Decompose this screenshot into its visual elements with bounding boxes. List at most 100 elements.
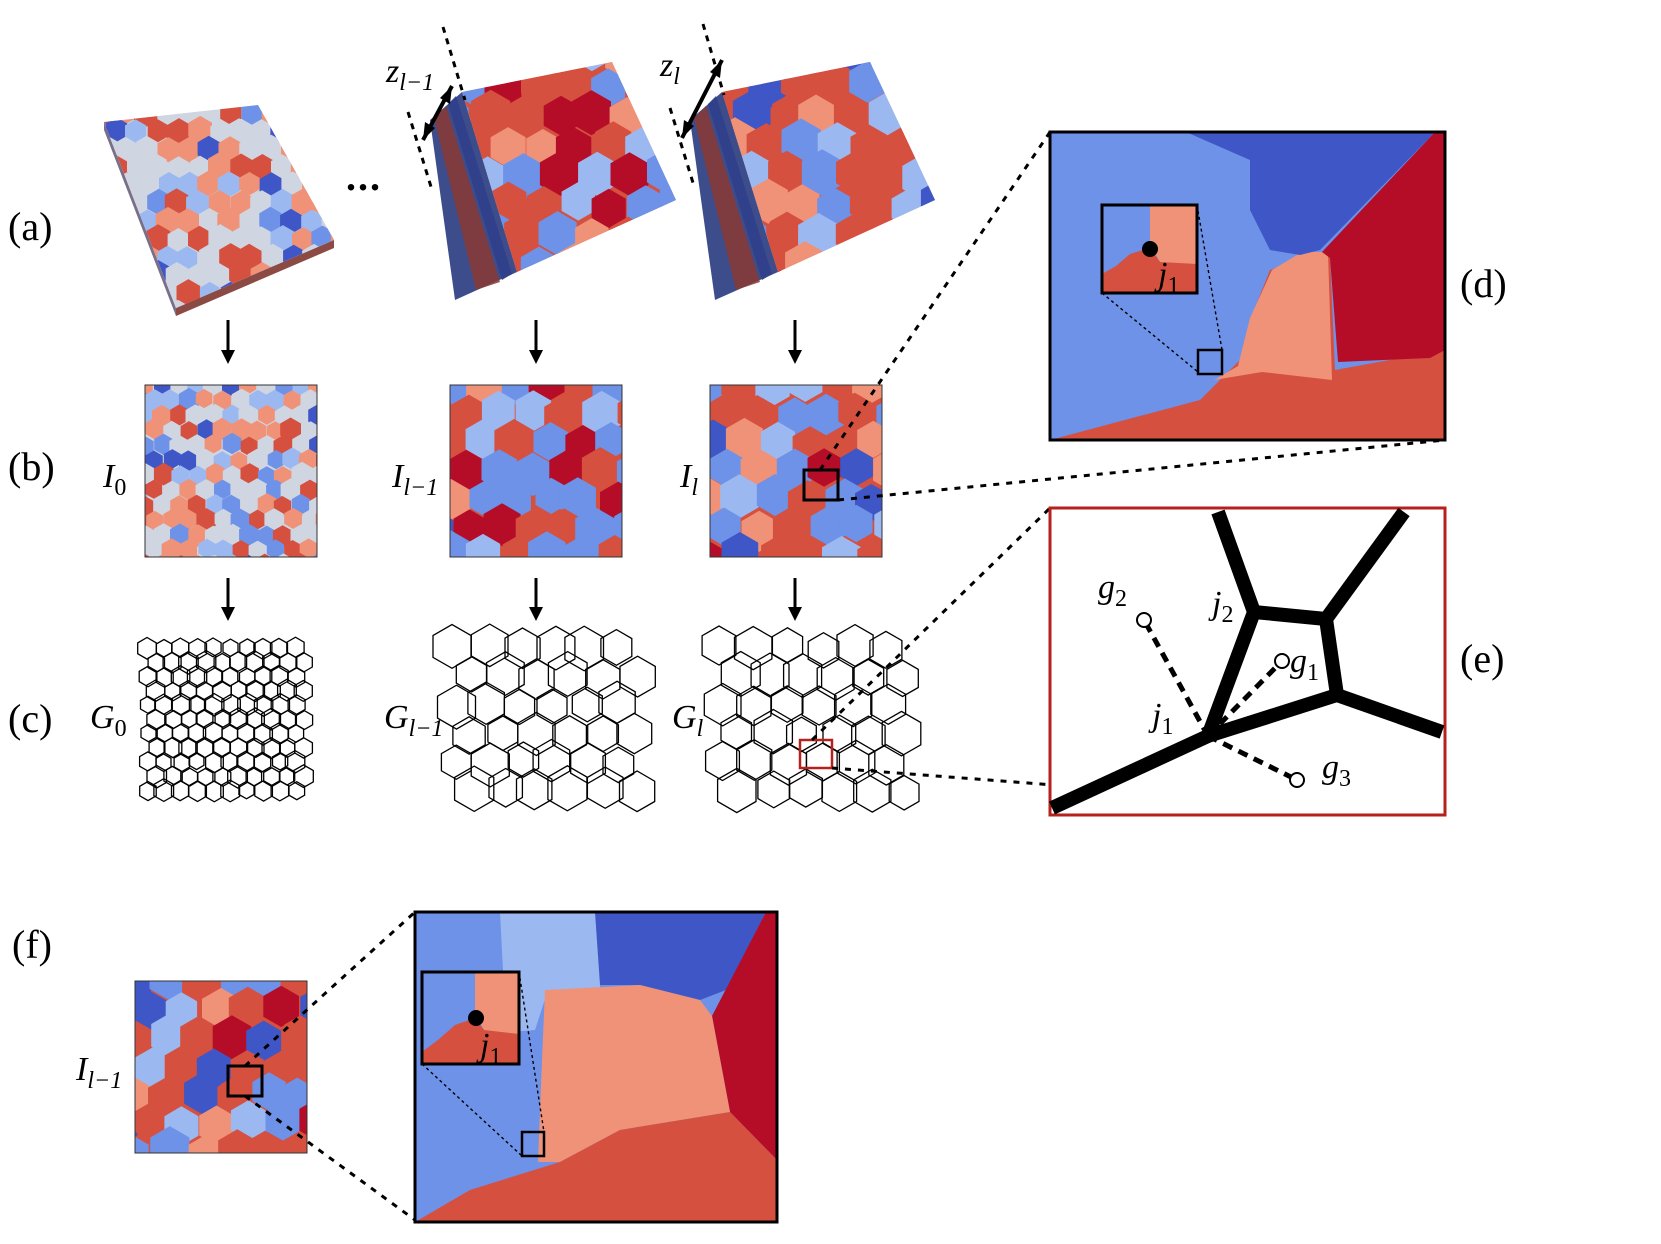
grain-cell — [301, 316, 325, 344]
grain-cell — [738, 561, 777, 606]
grain-cell — [73, 136, 94, 161]
grain-cell — [75, 103, 95, 126]
grain-cell — [842, 560, 879, 602]
grain-cell — [166, 333, 189, 360]
grain-cell — [73, 170, 98, 198]
grain-cell — [301, 135, 326, 164]
grain-cell — [616, 712, 653, 755]
grain-cell — [203, 692, 225, 717]
grain-cell — [335, 121, 356, 145]
grain-cell — [291, 262, 312, 286]
grain-cell — [595, 121, 632, 163]
grain-cell — [159, 172, 180, 196]
grain-cell — [137, 64, 159, 89]
grain-cell — [918, 62, 935, 103]
grain-cell — [62, 297, 84, 322]
grain-cell — [247, 1131, 287, 1153]
thickness-indicator-l: zl — [659, 23, 726, 187]
grain-cell — [501, 270, 541, 272]
grain-cell — [153, 523, 174, 546]
grain-cell — [147, 298, 167, 308]
grain-cell — [162, 359, 179, 379]
grain-cell — [247, 420, 267, 442]
grain-cell — [513, 340, 546, 378]
grain-node-g3 — [1289, 772, 1305, 788]
grain-cell — [270, 188, 295, 216]
grain-cell — [806, 567, 842, 609]
grain-cell — [270, 335, 294, 363]
grain-cell — [394, 359, 433, 404]
grain-cell — [857, 540, 882, 557]
grain-cell — [334, 82, 356, 107]
grain-cell — [249, 389, 267, 411]
grain-cell — [64, 264, 85, 288]
grain-cell — [321, 105, 334, 129]
grain-cell — [83, 960, 119, 1001]
grain-cell — [312, 963, 346, 1002]
grain-cell — [64, 153, 87, 180]
grain-cell — [725, 417, 763, 461]
grain-cell — [658, 531, 695, 574]
image-I0 — [144, 358, 336, 558]
grain-cell — [958, 246, 998, 292]
grain-cell — [807, 448, 841, 487]
grain-cell — [316, 454, 317, 468]
grain-cell — [149, 981, 188, 1000]
grain-cell — [240, 463, 259, 485]
grain-cell — [263, 985, 299, 1027]
grain-cell — [648, 569, 680, 606]
grain-cell — [146, 224, 171, 252]
grain-cell — [113, 280, 138, 308]
grain-cell — [249, 297, 271, 308]
grain-cell — [145, 496, 154, 517]
panel-label-a: (a) — [8, 204, 52, 249]
grain-cell — [450, 479, 471, 523]
grain-cell — [228, 707, 249, 730]
grain-cell — [619, 655, 656, 698]
grain-cell — [180, 66, 200, 90]
grain-cell — [801, 685, 837, 726]
grain-cell — [354, 298, 377, 325]
grain-cell — [502, 534, 537, 557]
grain-cell — [214, 360, 233, 381]
grain-cell — [469, 480, 501, 517]
grain-cell — [559, 3, 593, 42]
grain-cell — [344, 65, 366, 91]
grain-cell — [343, 208, 367, 235]
grain-cell — [314, 299, 334, 308]
grain-cell — [904, 565, 936, 602]
grain-cell — [259, 279, 284, 308]
image-label-I0: I0 — [102, 458, 126, 501]
grain-cell — [199, 243, 221, 269]
grain-cell — [126, 335, 148, 360]
panel-label-f: (f) — [12, 922, 52, 967]
grain-cell — [104, 263, 127, 290]
grain-cell — [644, 211, 676, 256]
grain-cell — [450, 449, 486, 495]
grain-cell — [228, 297, 251, 308]
grain-cell — [139, 780, 157, 802]
grain-cell — [283, 67, 303, 90]
grain-cell — [176, 208, 200, 235]
grain-cell — [332, 333, 356, 361]
grain-cell — [630, 364, 669, 408]
grain-cell — [881, 710, 922, 757]
grain-label-g1: g1 — [1290, 643, 1319, 686]
grain-cell — [910, 508, 942, 545]
grain-cell — [138, 751, 157, 772]
grain-cell — [302, 421, 317, 441]
grain-cell — [163, 508, 181, 530]
grain-cell — [807, 631, 840, 669]
grain-cell — [136, 135, 158, 160]
grain-cell — [161, 538, 182, 557]
grain-cell — [198, 538, 216, 557]
grain-cell — [317, 418, 336, 440]
grain-cell — [187, 494, 206, 516]
grain-cell — [805, 742, 841, 782]
grain-cell — [644, 503, 681, 545]
grain-cell — [115, 207, 138, 234]
grain-cell — [926, 3, 960, 42]
grain-cell — [178, 359, 197, 381]
grain-cell — [283, 358, 303, 382]
grain-cell — [910, 449, 941, 485]
